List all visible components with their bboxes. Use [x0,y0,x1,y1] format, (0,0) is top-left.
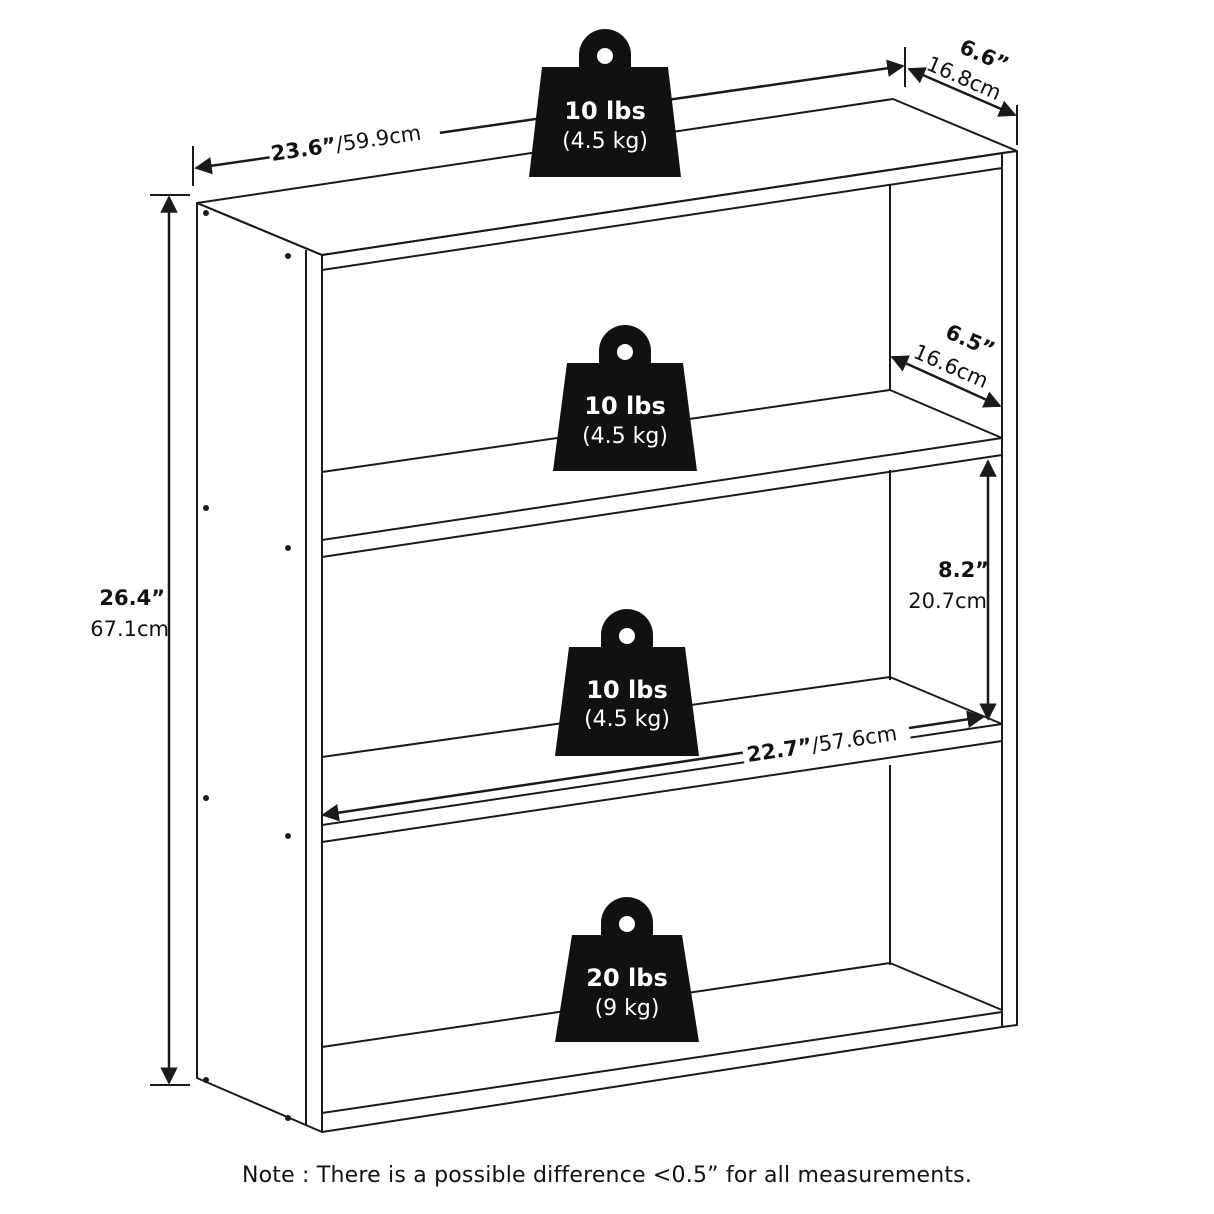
shelf-depth-arrow [890,355,1002,408]
shelf-upper-front [321,437,1003,558]
weight-top-kg: (4.5 kg) [562,129,648,154]
shelf-gap-in-label: 8.2” [938,558,989,582]
measurement-note: Note : There is a possible difference <0… [241,1163,973,1188]
left-side-panel [196,202,323,1133]
weight-icon-bottom: 20 lbs (9 kg) [555,897,699,1042]
dimension-lines [150,47,1018,1086]
screw-holes [203,210,291,1121]
shelf-bottom-front [321,1011,1003,1114]
weight-middle-kg: (4.5 kg) [584,707,670,732]
weight-icon-shelf-middle: 10 lbs (4.5 kg) [555,609,699,756]
weight-bottom-lbs: 20 lbs [586,964,667,992]
svg-text:23.6”/59.9cm: 23.6”/59.9cm [269,121,422,166]
weight-icon-shelf-upper: 10 lbs (4.5 kg) [553,325,697,471]
weight-upper-lbs: 10 lbs [584,392,665,420]
top-board-edge [321,167,1003,271]
height-cm-label: 67.1cm [90,617,169,641]
shelf-bottom-back [321,962,1003,1048]
weight-bottom-kg: (9 kg) [595,996,660,1021]
depth-arrow [907,67,1017,117]
weight-icon-top: 10 lbs (4.5 kg) [529,29,681,177]
shelf-upper-back [321,389,1003,473]
weight-upper-kg: (4.5 kg) [582,424,668,449]
right-side-panel [1001,150,1018,1028]
height-in-label: 26.4” [99,586,165,610]
weight-middle-lbs: 10 lbs [586,676,667,704]
shelf-gap-cm-label: 20.7cm [908,589,987,613]
weight-top-lbs: 10 lbs [564,97,645,125]
